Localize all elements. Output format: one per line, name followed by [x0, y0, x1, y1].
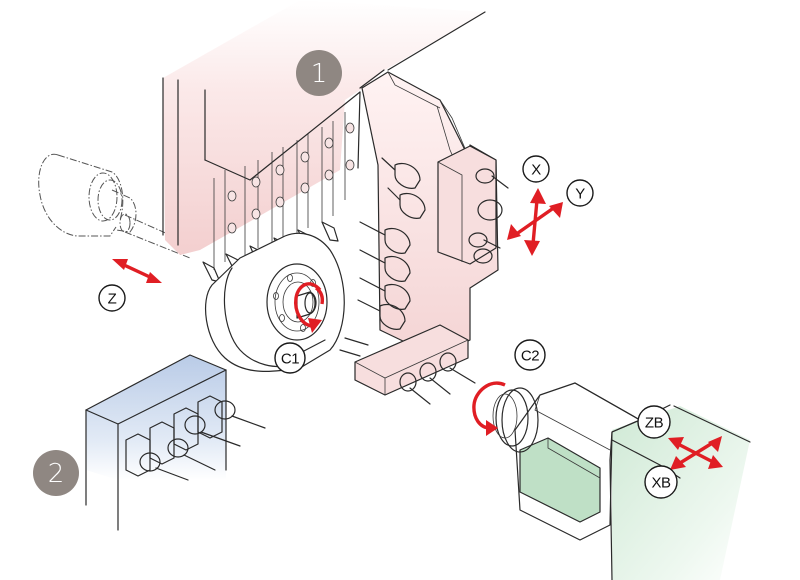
axis-label-c1-text: C1 — [281, 351, 299, 368]
c1-rotation-arrow — [294, 282, 325, 333]
cross-drill-unit — [339, 71, 509, 405]
back-spindle — [492, 382, 751, 580]
badge-2: 2 — [33, 450, 79, 496]
axis-label-z: Z — [98, 284, 126, 312]
gang-tool-post: 1 — [162, 0, 486, 283]
guide-bushing — [205, 232, 345, 372]
badge-2-label: 2 — [48, 459, 65, 489]
axis-label-xb: XB — [644, 465, 678, 499]
axis-label-zb-text: ZB — [645, 415, 664, 432]
axis-label-y: Y — [566, 179, 594, 207]
axis-label-c2-text: C2 — [521, 348, 539, 365]
c2-rotation-arrow — [472, 381, 506, 436]
axis-label-x-text: X — [531, 162, 541, 179]
z-axis-arrow — [112, 259, 162, 283]
xy-axis-arrows — [507, 188, 563, 256]
axis-label-y-text: Y — [575, 186, 585, 203]
axis-label-xb-text: XB — [651, 475, 671, 492]
zb-xb-axis-arrows — [668, 436, 723, 470]
back-tool-post: 2 — [33, 354, 266, 531]
axis-label-c1: C1 — [274, 342, 306, 374]
axis-label-z-text: Z — [108, 291, 117, 308]
axis-label-c2: C2 — [514, 339, 546, 371]
axis-label-zb: ZB — [637, 405, 671, 439]
badge-1: 1 — [296, 50, 342, 96]
badge-1-label: 1 — [311, 59, 328, 89]
axis-label-x: X — [522, 155, 550, 183]
main-headstock — [38, 153, 191, 259]
